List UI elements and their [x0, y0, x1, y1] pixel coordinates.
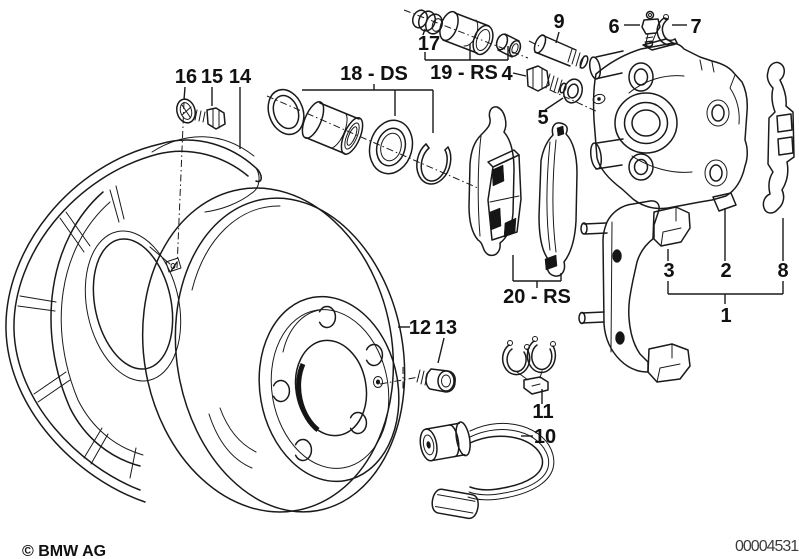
part-labels: 16 15 14 18 - DS 17 19 - RS 4 9 6 7 5 12… [175, 11, 789, 448]
set-screw-drawing [417, 369, 455, 392]
guide-pin-drawing [532, 33, 589, 69]
bleeder-valve-drawing [642, 12, 660, 47]
banjo-bolt-drawing [527, 66, 585, 105]
part-label-3[interactable]: 3 [663, 260, 674, 282]
shield-screw-drawing [174, 97, 225, 129]
diagram-number: 00004531 [735, 538, 799, 555]
part-label-1[interactable]: 1 [720, 305, 731, 327]
part-label-2[interactable]: 2 [720, 260, 731, 282]
part-label-14[interactable]: 14 [229, 66, 252, 88]
part-label-17[interactable]: 17 [418, 33, 440, 55]
part-label-7[interactable]: 7 [690, 16, 701, 38]
wear-sensor-drawing [418, 421, 554, 520]
part-label-15[interactable]: 15 [201, 66, 223, 88]
part-label-4[interactable]: 4 [501, 63, 513, 85]
part-label-19-rs[interactable]: 19 - RS [430, 62, 498, 84]
carrier-bracket-drawing [579, 201, 690, 382]
part-label-6[interactable]: 6 [608, 16, 619, 38]
guide-bush-kit-drawing [410, 8, 522, 58]
brake-disc-drawing [118, 168, 429, 532]
brake-pads-drawing [469, 107, 577, 276]
part-label-12[interactable]: 12 [409, 317, 431, 339]
sensor-clip-drawing [503, 337, 556, 395]
piston-seal-kit-drawing [262, 85, 451, 184]
part-label-10[interactable]: 10 [534, 426, 556, 448]
bleeder-cap-drawing [657, 15, 677, 46]
spring-clip-drawing [763, 62, 794, 213]
part-label-11[interactable]: 11 [532, 401, 553, 423]
part-label-20-rs[interactable]: 20 - RS [503, 286, 571, 308]
copyright-text: © BMW AG [22, 543, 106, 559]
part-label-5[interactable]: 5 [537, 107, 548, 129]
dust-shield-drawing [6, 137, 261, 502]
part-label-13[interactable]: 13 [435, 317, 457, 339]
part-label-16[interactable]: 16 [175, 66, 197, 88]
caliper-drawing [588, 39, 747, 211]
part-label-18-ds[interactable]: 18 - DS [340, 63, 408, 85]
part-label-9[interactable]: 9 [553, 11, 564, 33]
part-label-8[interactable]: 8 [777, 260, 788, 282]
leader-lines [171, 25, 783, 436]
